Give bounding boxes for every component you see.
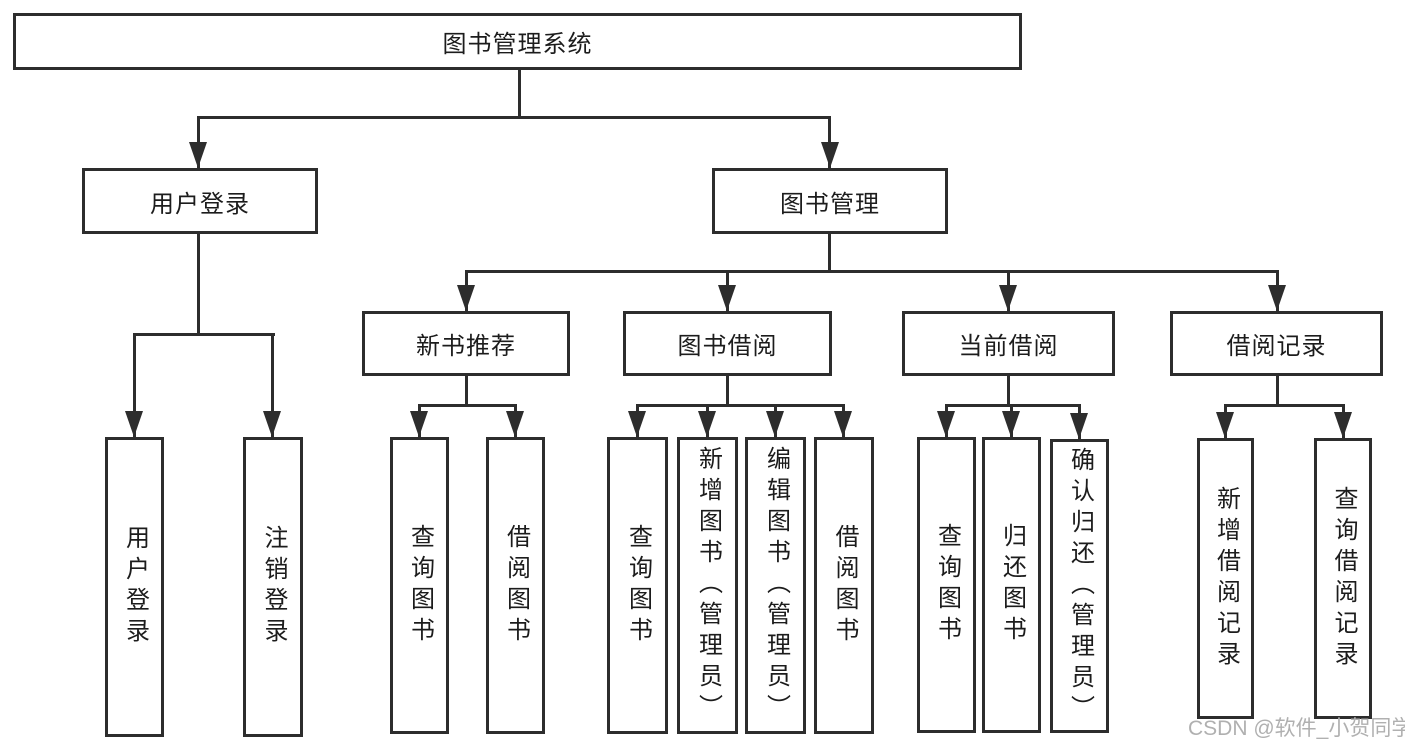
connector-line — [1007, 374, 1010, 407]
connector-arrow — [1268, 285, 1286, 311]
connector-line — [197, 232, 200, 335]
node-book-borrowing: 图书借阅 — [623, 311, 832, 376]
node-label: 图书管理系统 — [442, 31, 593, 58]
node-label: 新增借阅记录 — [1212, 485, 1240, 672]
connector-line — [418, 404, 516, 407]
node-return-books: 归还图书 — [982, 437, 1041, 733]
connector-arrow — [821, 142, 839, 168]
csdn-watermark: CSDN @软件_小贺同学 — [1188, 717, 1405, 740]
node-query-books-2: 查询图书 — [607, 437, 668, 734]
node-label: 新增图书（管理员） — [694, 446, 722, 725]
connector-arrow — [1334, 412, 1352, 438]
connector-line — [726, 374, 729, 407]
node-label: 编辑图书（管理员） — [762, 446, 790, 725]
node-label: 借阅图书 — [831, 523, 858, 648]
node-label: 查询图书 — [624, 523, 652, 648]
connector-line — [465, 374, 468, 407]
node-book-management: 图书管理 — [712, 168, 948, 234]
node-add-borrow-record: 新增借阅记录 — [1197, 438, 1254, 719]
node-label: 借阅记录 — [1226, 333, 1327, 360]
node-user-login-leaf: 用户登录 — [105, 437, 164, 737]
connector-arrow — [937, 411, 955, 437]
node-confirm-return-admin: 确认归还（管理员） — [1050, 439, 1109, 733]
node-add-books-admin: 新增图书（管理员） — [677, 437, 738, 734]
node-query-borrow-record: 查询借阅记录 — [1314, 438, 1372, 719]
node-label: 查询借阅记录 — [1330, 485, 1357, 672]
node-label: 图书借阅 — [677, 333, 778, 360]
connector-line — [133, 333, 136, 437]
connector-arrow — [189, 142, 207, 168]
connector-arrow — [628, 411, 646, 437]
connector-arrow — [506, 411, 524, 437]
connector-line — [271, 333, 274, 437]
node-edit-books-admin: 编辑图书（管理员） — [745, 437, 806, 734]
node-logout: 注销登录 — [243, 437, 303, 737]
node-label: 注销登录 — [260, 525, 287, 649]
connector-line — [1224, 404, 1345, 407]
connector-line — [518, 66, 521, 118]
connector-line — [828, 232, 831, 273]
node-label: 新书推荐 — [416, 333, 516, 360]
connector-line — [1276, 374, 1279, 407]
connector-line — [636, 404, 845, 407]
connector-arrow — [1216, 412, 1234, 438]
connector-line — [133, 333, 275, 336]
connector-arrow — [999, 285, 1017, 311]
connector-arrow — [698, 411, 716, 437]
node-label: 图书管理 — [780, 190, 880, 218]
connector-arrow — [263, 411, 281, 437]
connector-arrow — [718, 285, 736, 311]
node-borrow-books-2: 借阅图书 — [814, 437, 874, 734]
node-label: 用户登录 — [121, 525, 149, 649]
node-query-books-3: 查询图书 — [917, 437, 976, 733]
node-borrow-records: 借阅记录 — [1170, 311, 1383, 376]
node-user-login: 用户登录 — [82, 168, 318, 234]
node-label: 用户登录 — [150, 190, 250, 218]
node-query-books-1: 查询图书 — [390, 437, 449, 734]
node-label: 当前借阅 — [958, 333, 1059, 360]
connector-line — [197, 116, 831, 119]
node-library-system: 图书管理系统 — [13, 13, 1022, 70]
connector-arrow — [834, 411, 852, 437]
connector-arrow — [410, 411, 428, 437]
connector-arrow — [766, 411, 784, 437]
node-label: 查询图书 — [406, 523, 434, 648]
node-label: 归还图书 — [998, 523, 1026, 647]
connector-line — [465, 270, 1279, 273]
node-label: 借阅图书 — [502, 523, 530, 648]
connector-arrow — [457, 285, 475, 311]
node-label: 确认归还（管理员） — [1066, 446, 1094, 726]
connector-arrow — [1070, 413, 1088, 439]
node-label: 查询图书 — [933, 523, 961, 647]
connector-arrow — [1002, 411, 1020, 437]
node-new-book-recommend: 新书推荐 — [362, 311, 570, 376]
node-current-borrowing: 当前借阅 — [902, 311, 1115, 376]
connector-arrow — [125, 411, 143, 437]
node-borrow-books-1: 借阅图书 — [486, 437, 545, 734]
